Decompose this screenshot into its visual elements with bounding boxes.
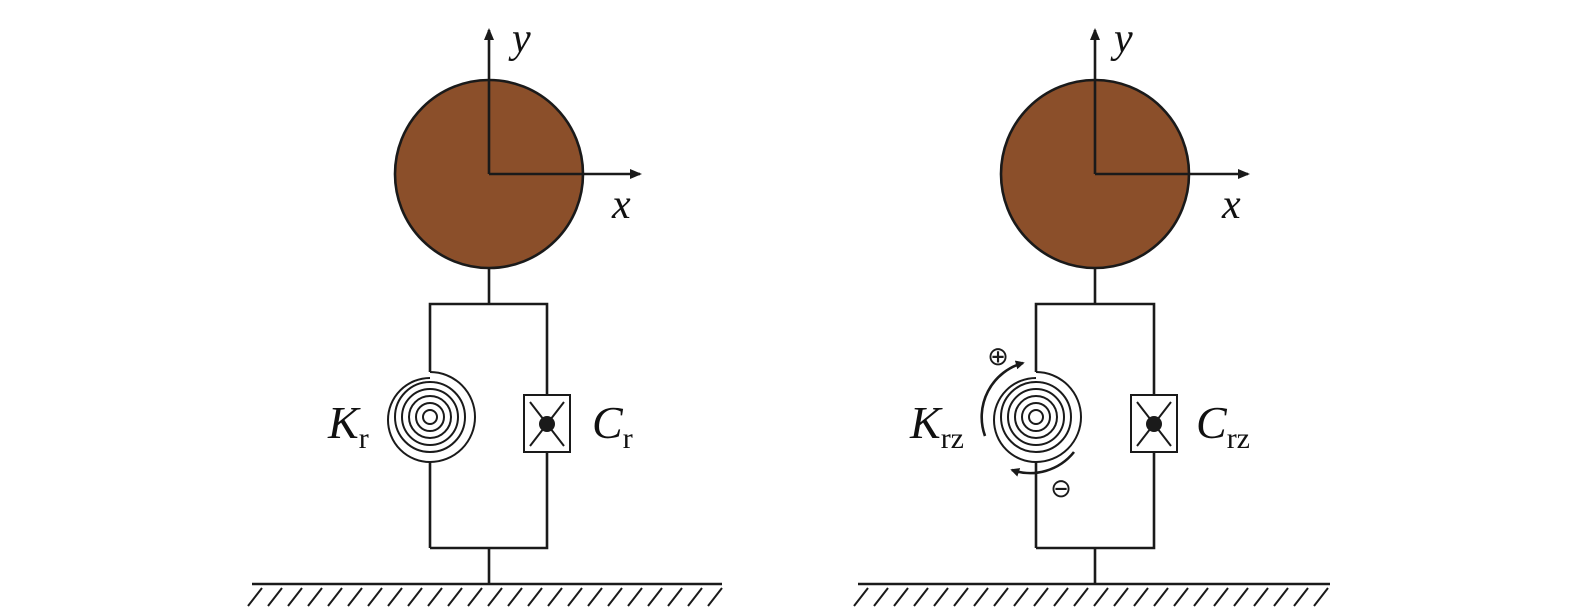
damper-label: Cr (592, 397, 633, 455)
spring-label: Kr (327, 397, 369, 455)
sign-positive-icon: ⊕ (987, 342, 1009, 372)
spiral-spring (993, 371, 1082, 463)
frame-top (428, 302, 549, 395)
sign-negative-icon: ⊖ (1050, 474, 1072, 504)
frame-top (1034, 302, 1156, 395)
y-axis-label: y (1110, 16, 1133, 62)
x-axis-label: x (1221, 182, 1241, 228)
ground-hatch (247, 582, 723, 607)
frame-right-lower (1036, 452, 1156, 550)
rotation-arrow-positive-icon (980, 360, 1025, 437)
model-left: y x Kr Cr (247, 16, 723, 607)
model-right: y x ⊕ ⊖ Krz Crz (853, 16, 1330, 607)
rotary-damper (523, 394, 571, 453)
ground-hatch (853, 582, 1330, 607)
spiral-spring (387, 371, 476, 463)
frame-right-lower (430, 452, 549, 550)
damper-label: Crz (1196, 397, 1250, 455)
y-axis-label: y (508, 16, 531, 62)
spring-label: Krz (909, 397, 964, 455)
x-axis-label: x (611, 182, 631, 228)
rotation-arrow-negative-icon (1010, 451, 1076, 477)
rotary-damper (1130, 394, 1178, 453)
